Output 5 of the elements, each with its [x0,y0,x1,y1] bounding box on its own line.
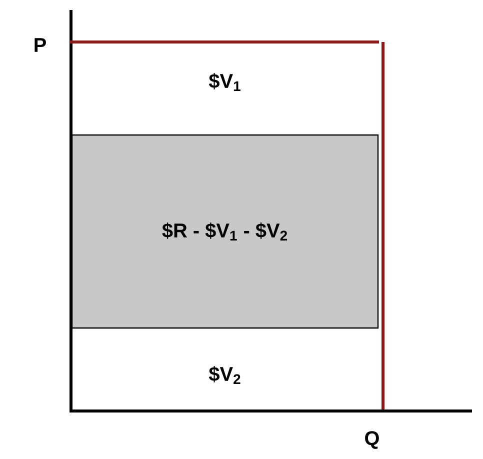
axis-label: Q [365,431,379,449]
area-label: $V$_{1}$ [208,73,240,91]
axis-label: P [34,38,46,52]
area-label: $V$_{2}$ [208,366,240,384]
area-box: $R - $V$_{1}$ - $V$_{2}$ [71,134,379,329]
